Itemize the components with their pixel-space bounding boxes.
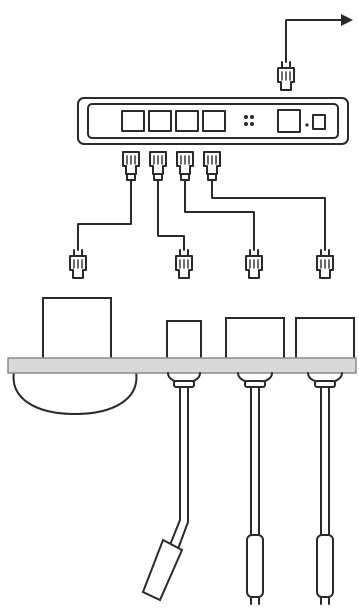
power-indicator [305, 123, 309, 127]
gooseneck-microphone [141, 372, 201, 602]
arrow-right-icon [341, 14, 353, 26]
rj45-plug-icon [175, 249, 193, 279]
rj45-plug-icon [122, 151, 140, 181]
rj45-plug-icon [176, 151, 194, 181]
switch-port-2 [148, 110, 172, 132]
status-leds [244, 115, 254, 126]
console-housing [12, 371, 138, 416]
cable-3 [184, 179, 255, 251]
switch-port-4 [202, 110, 226, 132]
delegate-microphone-1 [237, 372, 273, 605]
cable-2 [157, 179, 185, 251]
cable-4 [211, 179, 326, 251]
uplink-cable [285, 14, 353, 63]
handle-1 [246, 534, 264, 598]
device-cables [77, 179, 326, 251]
desk-surface [7, 357, 357, 374]
rj45-plug-icon [203, 151, 221, 181]
console-unit [42, 297, 112, 361]
rj45-plug-icon [316, 249, 334, 279]
network-switch [77, 97, 349, 145]
delegate-unit-2 [295, 317, 355, 361]
switch-port-3 [175, 110, 199, 132]
delegate-microphone-2 [307, 372, 343, 605]
devices [42, 297, 355, 361]
rj45-plug-icon [69, 249, 87, 279]
uplink-port [277, 109, 301, 133]
switch-plugs [122, 151, 221, 181]
microphone-head [141, 538, 184, 602]
switch-port-1 [121, 110, 145, 132]
handle-2 [316, 534, 334, 598]
power-socket [312, 114, 326, 130]
delegate-unit-1 [225, 317, 285, 361]
device-plugs [69, 249, 334, 279]
rj45-plug-icon [149, 151, 167, 181]
rj45-plug-icon [277, 61, 295, 91]
microphone-base-unit [166, 320, 202, 361]
rj45-plug-icon [245, 249, 263, 279]
cable-1 [77, 179, 132, 251]
